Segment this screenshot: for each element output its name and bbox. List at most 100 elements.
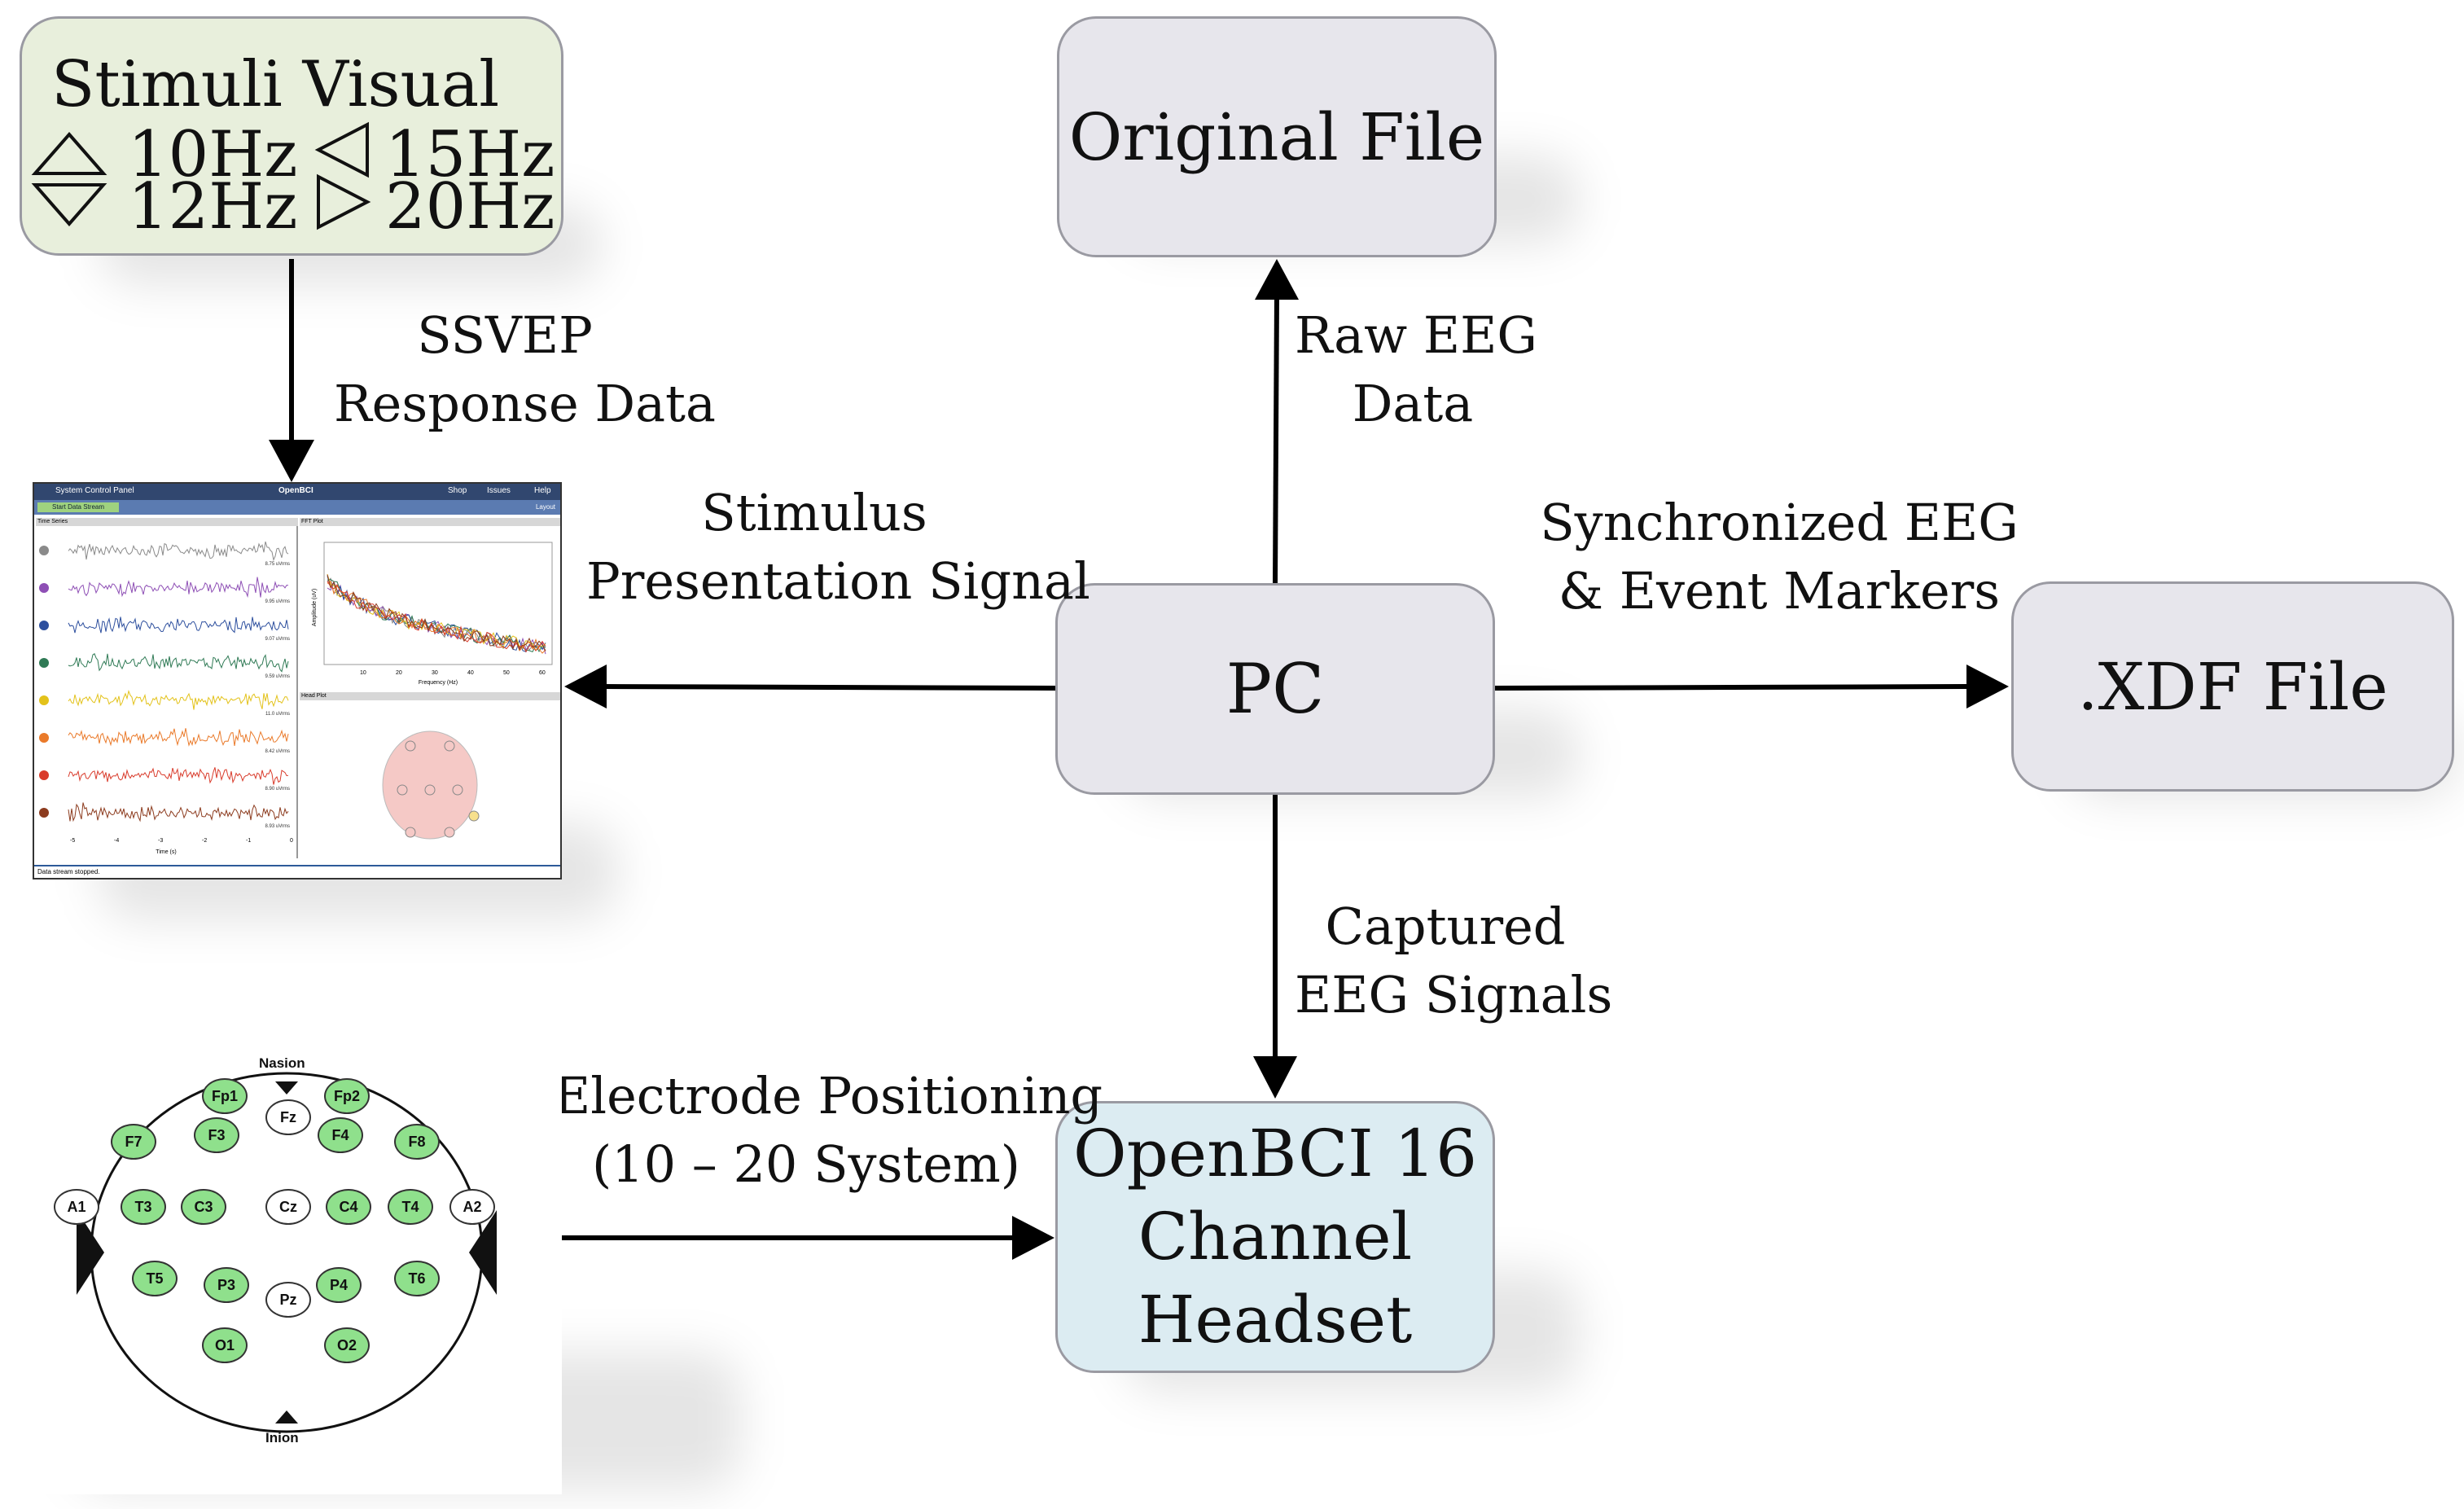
- channel-trace: [68, 616, 289, 634]
- triangle-left-icon: [314, 121, 369, 178]
- channel-trace: [68, 541, 289, 562]
- time-tick: -4: [114, 838, 119, 844]
- electrode-a2: A2: [449, 1189, 495, 1225]
- nasion-label: Nasion: [259, 1055, 305, 1071]
- edge-label-line: (10 – 20 System): [591, 1134, 1020, 1194]
- channel-badge: [39, 583, 49, 593]
- edge-label-line: Presentation Signal: [586, 551, 1090, 611]
- electrode-f8: F8: [394, 1124, 440, 1160]
- channel-value: 9.95 uVrms: [265, 599, 290, 604]
- freq-label: 20Hz: [385, 170, 555, 243]
- channel-value: 8.93 uVrms: [265, 824, 290, 829]
- gui-menu-item: Shop: [448, 486, 467, 495]
- freq-label: 15Hz: [385, 118, 555, 191]
- inion-label: Inion: [265, 1430, 299, 1445]
- time-series-title: Time Series: [36, 518, 298, 526]
- edge-label-line: EEG Signals: [1295, 965, 1613, 1024]
- arrowhead: [269, 440, 314, 482]
- edge-label-line: Raw EEG: [1295, 305, 1537, 365]
- electrode-o2: O2: [324, 1327, 370, 1363]
- headset-label-line: Channel: [1138, 1199, 1413, 1274]
- channel-trace: [68, 767, 289, 785]
- fft-tick: 30: [432, 670, 438, 676]
- head-plot: [382, 730, 480, 840]
- channel-value: 9.07 uVrms: [265, 637, 290, 642]
- channel-value: 8.42 uVrms: [265, 749, 290, 754]
- fft-tick: 20: [396, 670, 402, 676]
- openbci-headset-node: OpenBCI 16 Channel Headset: [1055, 1101, 1495, 1373]
- openbci-gui-screenshot: System Control Panel OpenBCI Shop Issues…: [33, 482, 562, 880]
- electrode-pz: Pz: [265, 1282, 311, 1318]
- head-electrode: [452, 784, 463, 796]
- stimuli-title: Stimuli Visual: [51, 48, 500, 121]
- headset-label-line: OpenBCI 16: [1073, 1116, 1477, 1191]
- channel-trace: [68, 653, 289, 673]
- electrode-fz: Fz: [265, 1099, 311, 1135]
- gui-menu-item: Issues: [487, 486, 511, 495]
- original-file-node: Original File: [1057, 16, 1497, 257]
- right-ear-marker: [469, 1210, 497, 1295]
- electrode-o1: O1: [202, 1327, 248, 1363]
- head-electrode: [405, 740, 416, 752]
- gui-top-bar: System Control Panel OpenBCI Shop Issues…: [34, 484, 560, 500]
- xdf-file-label: .XDF File: [2077, 648, 2388, 725]
- triangle-down-icon: [31, 183, 107, 227]
- time-series-plot: 8.75 uVrms 9.95 uVrms 9.07 uVrms 9.59 uVrms…: [39, 541, 293, 855]
- time-tick: -2: [202, 838, 207, 844]
- fft-trace: [327, 574, 546, 651]
- stimuli-visual-box: Stimuli Visual 10Hz 12Hz 15Hz 20Hz: [20, 16, 563, 256]
- electrode-cz: Cz: [265, 1189, 311, 1225]
- arrowhead: [564, 665, 607, 708]
- edge-label-line: Captured: [1325, 897, 1566, 956]
- fft-axis-label: Frequency (Hz): [419, 680, 458, 686]
- start-data-stream-button: Start Data Stream: [37, 502, 119, 512]
- channel-badge: [39, 808, 49, 818]
- edge-label-stimulus: Stimulus Presentation Signal: [586, 479, 1090, 616]
- electrode-c3: C3: [181, 1189, 226, 1225]
- channel-badge: [39, 546, 49, 555]
- head-plot-title: Head Plot: [300, 692, 560, 700]
- electrode-a1: A1: [54, 1189, 99, 1225]
- channel-value: 8.75 uVrms: [265, 562, 290, 567]
- edge-label-line: Synchronized EEG: [1540, 493, 2019, 552]
- electrode-f7: F7: [111, 1124, 156, 1160]
- original-file-label: Original File: [1068, 99, 1485, 175]
- arrow-pc-to-xdf: [1494, 684, 1971, 691]
- electrode-f4: F4: [318, 1117, 363, 1153]
- channel-trace: [68, 690, 289, 710]
- electrode-t6: T6: [394, 1261, 440, 1296]
- time-tick: -5: [70, 838, 75, 844]
- triangle-up-icon: [31, 131, 107, 175]
- edge-label-ssvep: SSVEP Response Data: [334, 301, 716, 438]
- channel-badge: [39, 733, 49, 743]
- gui-menu-item: Help: [534, 486, 551, 495]
- fft-tick: 50: [503, 670, 510, 676]
- channel-trace: [68, 802, 289, 822]
- edge-label-raw-eeg: Raw EEG Data: [1295, 301, 1537, 438]
- triangle-right-icon: [317, 173, 371, 230]
- arrowhead: [1012, 1216, 1054, 1260]
- head-plot-panel: Head Plot: [300, 692, 560, 858]
- fft-y-axis-label: Amplitude (uV): [312, 589, 318, 626]
- electrode-t3: T3: [121, 1189, 166, 1225]
- edge-label-synchronized: Synchronized EEG & Event Markers: [1539, 489, 2019, 625]
- electrode-fp2: Fp2: [324, 1078, 370, 1114]
- gui-toolbar: Layout: [34, 500, 560, 515]
- arrowhead: [1255, 259, 1299, 300]
- head-electrode: [424, 784, 436, 796]
- channel-trace: [68, 577, 289, 599]
- time-tick: -3: [158, 838, 163, 844]
- head-electrode: [444, 740, 455, 752]
- arrowhead: [1253, 1056, 1297, 1099]
- arrowhead: [1966, 665, 2009, 708]
- fft-title: FFT Plot: [300, 518, 560, 526]
- electrode-c4: C4: [326, 1189, 371, 1225]
- channel-value: 9.59 uVrms: [265, 674, 290, 679]
- fft-tick: 40: [467, 670, 474, 676]
- gui-layout-label: Layout: [535, 503, 555, 511]
- left-ear-marker: [77, 1210, 104, 1295]
- channel-badge: [39, 658, 49, 668]
